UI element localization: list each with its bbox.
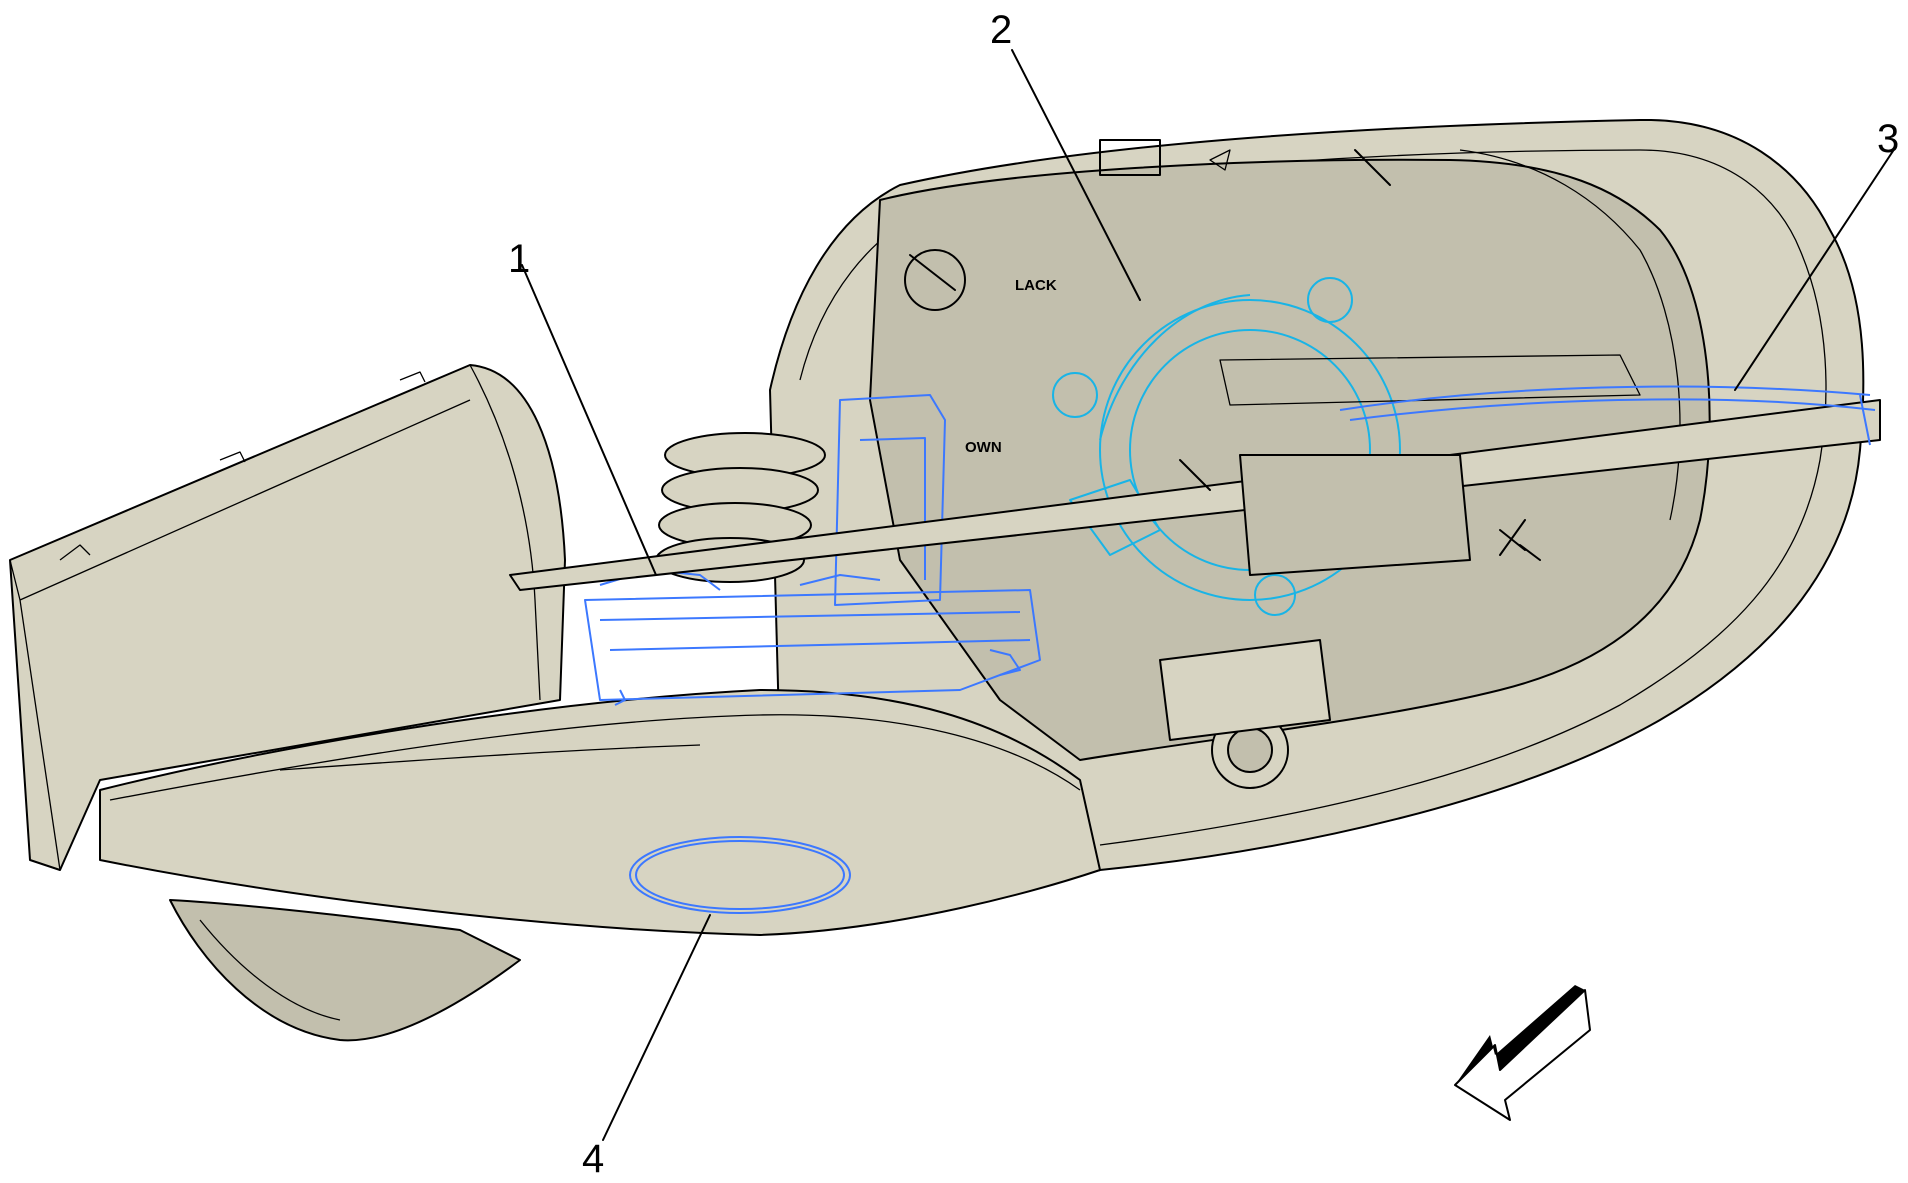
turn-signal-highlight [1339, 385, 1876, 446]
mirror-glass-rim [509, 354, 1881, 591]
black-wire-label: LACK [1015, 277, 1057, 294]
puddle-lamp-highlight [629, 836, 851, 914]
leader-lines [521, 49, 1896, 1141]
front-direction-arrow-icon [1454, 985, 1591, 1121]
callout-labels: 1 2 3 4 [508, 8, 1899, 1181]
fasteners [904, 149, 1391, 789]
housing-markings: LACK OWN [965, 277, 1541, 561]
down-wire-label: OWN [965, 439, 1002, 456]
leader-line-2 [1011, 49, 1141, 301]
leader-line-3 [1734, 147, 1896, 391]
callout-1: 1 [508, 237, 530, 281]
callout-4: 4 [582, 1137, 604, 1181]
leader-line-4 [602, 914, 711, 1141]
pivot-housing [9, 364, 566, 871]
leader-line-1 [521, 264, 657, 576]
callout-3: 3 [1877, 117, 1899, 161]
actuator-highlight [1052, 277, 1401, 616]
grille-vent [1099, 139, 1231, 176]
callout-2: 2 [990, 8, 1012, 52]
